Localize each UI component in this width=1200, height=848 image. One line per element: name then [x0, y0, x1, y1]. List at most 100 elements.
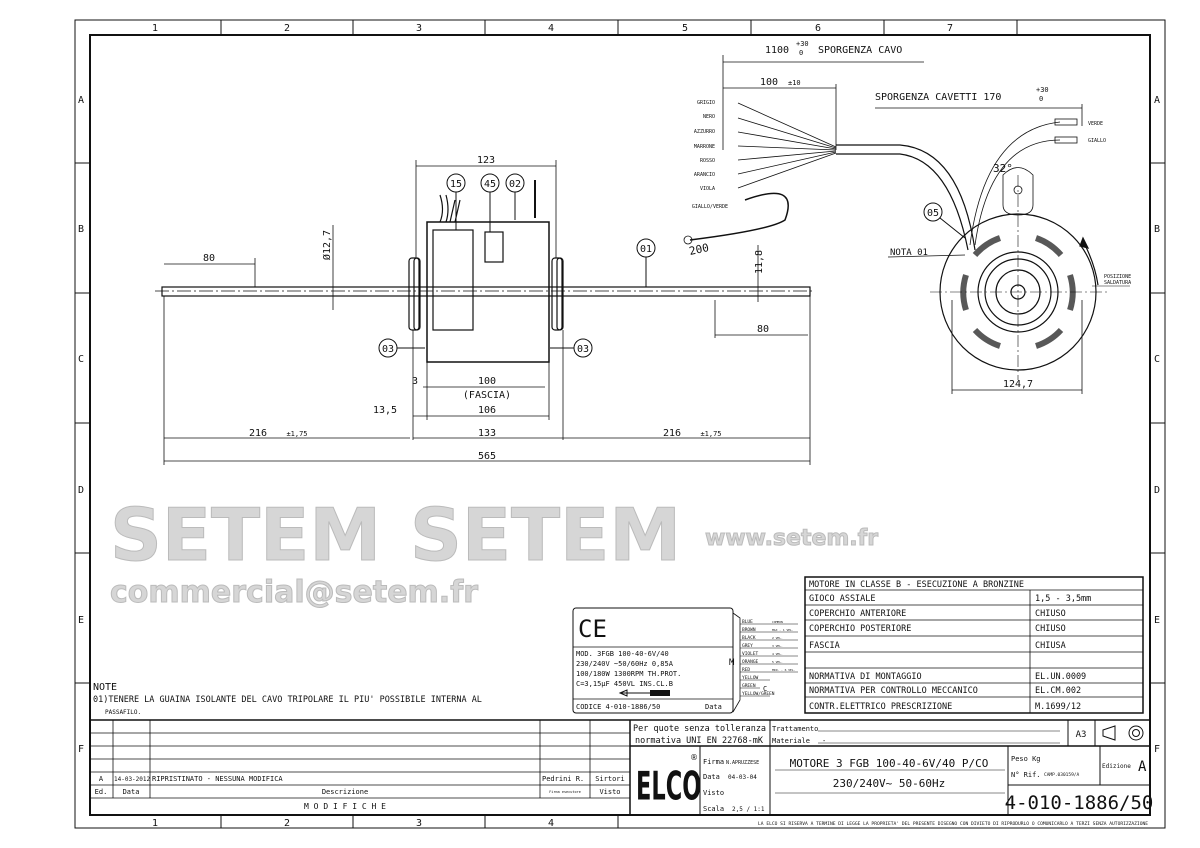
column-label: 3	[416, 23, 422, 34]
spec-value: EL.CM.002	[1035, 686, 1081, 696]
spec-label: NORMATIVA DI MONTAGGIO	[809, 672, 922, 682]
wire-color: VIOLET	[742, 651, 759, 657]
strip-length: 100	[760, 77, 778, 88]
spec-value: CHIUSA	[1035, 641, 1066, 651]
strip-tol: ±10	[788, 79, 801, 87]
cavetti-label: SPORGENZA CAVETTI 170	[875, 92, 1001, 103]
wire-label: MARRONE	[694, 144, 715, 150]
spec-label: NORMATIVA PER CONTROLLO MECCANICO	[809, 686, 978, 696]
scala-label: Scala	[703, 805, 724, 813]
watermark: SETEM SETEM www.setem.fr commercial@sete…	[110, 493, 879, 611]
watermark-url: www.setem.fr	[705, 526, 878, 551]
dim-565: 565	[478, 451, 496, 462]
dim-133: 133	[478, 428, 496, 439]
dim-216-left: 216	[249, 428, 267, 439]
spec-label: GIOCO ASSIALE	[809, 594, 876, 604]
watermark-setem: SETEM	[110, 493, 381, 577]
column-label: 5	[682, 23, 688, 34]
balloon-03: 03	[382, 344, 394, 355]
specs-table: MOTORE IN CLASSE B - ESECUZIONE A BRONZI…	[804, 576, 1144, 714]
scala-value: 2,5 / 1:1	[732, 806, 765, 813]
dim-80-right: 80	[757, 324, 769, 335]
dim-106: 106	[478, 405, 496, 416]
wire-color: GREEN	[742, 683, 756, 689]
wire-color: GREY	[742, 643, 753, 649]
note-line: 01)TENERE LA GUAINA ISOLANTE DEL CAVO TR…	[93, 695, 482, 705]
tolerance-note: normativa UNI EN 22768-mK	[635, 736, 764, 746]
row-label: D	[1154, 485, 1160, 496]
dimension-lines	[163, 160, 1083, 465]
rif-value: CAMP.030159/A	[1044, 772, 1080, 778]
notes: NOTE 01)TENERE LA GUAINA ISOLANTE DEL CA…	[93, 682, 482, 716]
plate-codice: CODICE 4-010-1886/50	[576, 703, 660, 711]
mod-header-ed: Ed.	[95, 788, 108, 796]
edizione-label: Edizione	[1102, 763, 1131, 770]
mod-signature: Pedrini R.	[542, 775, 584, 783]
cap-wire-label: VERDE	[1088, 121, 1103, 127]
drawing-frame: 1 2 3 4 5 6 7 1 2 3 4 A B C D E F A B C …	[74, 19, 1166, 829]
cable-length-label: SPORGENZA CAVO	[818, 45, 902, 56]
drawing-title: MOTORE 3 FGB 100-40-6V/40 P/CO	[790, 757, 989, 770]
wire-color: YELLOW/GREEN	[742, 691, 775, 697]
row-label: A	[1154, 95, 1160, 106]
row-label: E	[78, 615, 84, 626]
mod-visto: Sirtori	[595, 775, 625, 783]
motor-end-view	[887, 175, 1130, 380]
wire-color: BROWN	[742, 627, 756, 633]
wire-label: VIOLA	[700, 186, 715, 192]
elco-logo: ELCO	[636, 763, 701, 810]
dim-100-fascia: 100	[478, 376, 496, 387]
dim-80-left: 80	[203, 253, 215, 264]
materiale-value: -	[822, 737, 826, 745]
dim-11-8: 11,8	[754, 250, 765, 274]
cable-tol-upper: +30	[796, 40, 809, 48]
spec-label: FASCIA	[809, 641, 840, 651]
wire-label: NERO	[703, 114, 715, 120]
balloon-45: 45	[484, 179, 496, 190]
registered-mark: ®	[690, 753, 698, 762]
motor-label-plate: CE MOD. 3FGB 100-40-6V/40 230/240V ~50/6…	[572, 607, 798, 714]
wire-color: BLACK	[742, 635, 756, 641]
copyright-disclaimer: LA ELCO SI RISERVA A TERMINE DI LEGGE LA…	[758, 821, 1148, 827]
column-label: 4	[548, 23, 554, 34]
visto-label: Visto	[703, 789, 724, 797]
specs-header: MOTORE IN CLASSE B - ESECUZIONE A BRONZI…	[809, 580, 1024, 590]
notes-title: NOTE	[93, 682, 117, 693]
spec-label: COPERCHIO ANTERIORE	[809, 609, 906, 619]
wire-function: 2 VEL.	[772, 636, 783, 640]
data-value: 04-03-04	[728, 774, 757, 781]
row-label: D	[78, 485, 84, 496]
cable-length: 1100	[765, 45, 789, 56]
wire-function: 5 VEL.	[772, 660, 783, 664]
ce-mark: CE	[578, 615, 607, 643]
mod-header-firma: Firma esecutore	[549, 790, 581, 794]
cable-tol-lower: 0	[799, 49, 803, 57]
mod-header-data: Data	[123, 788, 140, 796]
dim-124-7: 124,7	[1003, 379, 1033, 390]
plate-line: MOD. 3FGB 100-40-6V/40	[576, 650, 669, 658]
part-balloons: 15 45 02 01 03 03 05	[378, 173, 966, 358]
column-label: 4	[548, 818, 554, 829]
firma-label: Firma	[703, 758, 724, 766]
nota-01-label: NOTA 01	[890, 248, 928, 258]
dim-shaft-diameter: Ø12,7	[321, 230, 333, 260]
watermark-setem: SETEM	[410, 493, 681, 577]
column-label: 1	[152, 818, 158, 829]
spec-label: COPERCHIO POSTERIORE	[809, 624, 911, 634]
capacitor-symbol: C	[763, 685, 767, 693]
plate-data: Data	[705, 703, 722, 711]
dim-216-left-tol: ±1,75	[286, 430, 307, 438]
wire-label: GRIGIO	[697, 100, 715, 106]
wire-function: COMMON	[772, 620, 783, 624]
cavetti-tol-upper: +30	[1036, 86, 1049, 94]
balloon-05: 05	[927, 208, 939, 219]
spec-value: EL.UN.0009	[1035, 672, 1086, 682]
dim-13-5: 13,5	[373, 405, 397, 416]
dim-216-right: 216	[663, 428, 681, 439]
wire-color: RED	[742, 667, 750, 673]
modifications-title: M O D I F I C H E	[304, 802, 386, 811]
peso-label: Peso Kg	[1011, 755, 1041, 763]
plate-line: 230/240V ~50/60Hz 0,85A	[576, 660, 674, 668]
note-line: PASSAFILO.	[105, 709, 141, 716]
spec-value: M.1699/12	[1035, 702, 1081, 712]
